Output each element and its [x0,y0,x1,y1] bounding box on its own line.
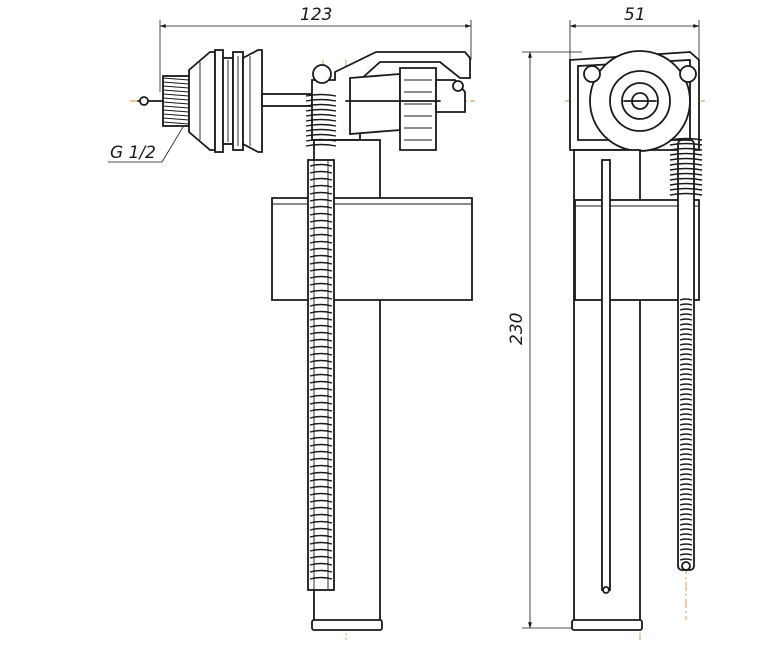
flange-nut [188,49,263,153]
front-view [130,49,475,640]
float-cup [271,197,473,301]
dimension-side-width-label: 51 [624,5,646,25]
dimension-width-label: 123 [300,5,332,25]
inlet-pin [137,96,166,106]
dimension-width: 123 [159,5,472,92]
side-view [565,50,705,640]
valve-head [311,51,471,151]
side-guide-rod [601,159,611,594]
threaded-inlet [162,75,190,127]
adjustment-rod [305,93,337,591]
dimension-height-label: 230 [507,313,527,345]
side-valve-head [569,50,700,152]
thread-callout: G 1/2 [108,121,187,163]
thread-callout-label: G 1/2 [110,143,156,163]
inlet-tube [261,93,313,107]
side-adjustment-rod [669,137,703,571]
